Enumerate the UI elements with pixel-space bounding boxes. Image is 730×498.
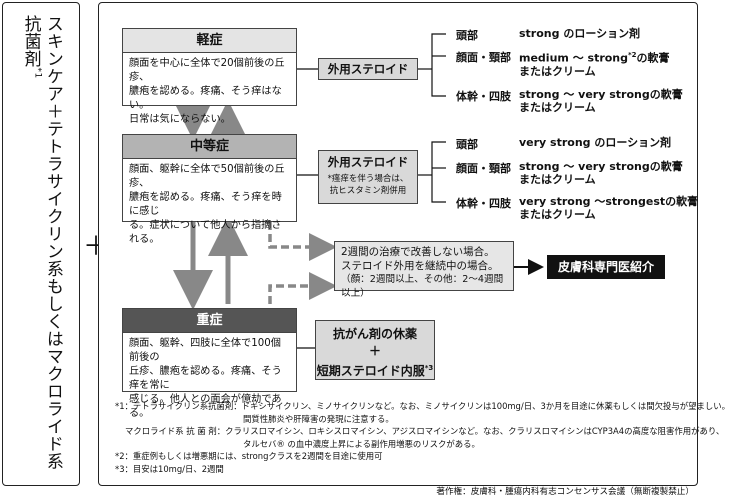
- copyright-text: 著作権：皮膚科・腫瘍内科有志コンセンサス会議（無断複製禁止）: [436, 487, 694, 497]
- mild-description: 顔面を中心に全体で20個前後の丘疹、 膿疱を認める。疼痛、そう痒はない。 日常は…: [129, 58, 285, 125]
- footnote-1c: マクロライド系 抗 菌 剤：クラリスロマイシン、ロキシスロマイシン、アジスロマイ…: [125, 426, 725, 436]
- base-treatment-text: スキンケア＋テトラサイクリン系もしくはマクロライド系抗菌剤*1: [20, 15, 63, 470]
- mild-title: 軽症: [123, 29, 296, 53]
- moderate-severity-box: 中等症 顔面、躯幹に全体で50個前後の丘疹、 膿疱を認める。疼痛、そう痒を時に感…: [122, 134, 297, 245]
- moderate-rec-head: very strong のローション剤: [519, 136, 672, 149]
- footnotes: *1：テトラサイクリン系抗菌剤：ドキシサイクリン、ミノサイクリンなど。なお、ミノ…: [115, 400, 730, 475]
- moderate-site-head: 頭部: [456, 138, 478, 151]
- moderate-sites-bracket: [431, 141, 446, 203]
- flow-connectors: [173, 33, 544, 349]
- mild-site-face: 顔面・頸部: [456, 51, 511, 64]
- mild-rec-body: strong ～ very strongの軟膏 またはクリーム: [519, 88, 683, 114]
- mild-severity-box: 軽症 顔面を中心に全体で20個前後の丘疹、 膿疱を認める。疼痛、そう痒はない。 …: [122, 28, 297, 125]
- moderate-description: 顔面、躯幹に全体で50個前後の丘疹、 膿疱を認める。疼痛、そう痒を時に感じ る。…: [129, 164, 285, 245]
- severe-description: 顔面、躯幹、四肢に全体で100個前後の 丘疹、膿疱を認める。疼痛、そう痒を常に …: [129, 338, 282, 419]
- moderate-to-referral-dashed: [268, 222, 337, 261]
- severe-title: 重症: [123, 309, 296, 333]
- footnote-1d: タルセバ® の血中濃度上昇による副作用増悪のリスクがある。: [243, 438, 480, 449]
- moderate-rec-face: strong ～ very strongの軟膏 またはクリーム: [519, 160, 683, 186]
- severe-treatment-box: 抗がん剤の休薬 ＋ 短期ステロイド内服*3: [315, 320, 435, 380]
- footnote-1b: 間質性肺炎や肝障害の発現に注意する。: [243, 413, 394, 424]
- mild-sites-bracket: [431, 33, 446, 97]
- specialist-referral-box: 皮膚科専門医紹介: [547, 255, 665, 279]
- moderate-title: 中等症: [123, 135, 296, 159]
- mild-treatment-box: 外用ステロイド: [318, 58, 418, 80]
- referral-condition-box: 2週間の治療で改善しない場合。 ステロイド外用を継続中の場合。 （顔：2週間以上…: [334, 241, 514, 299]
- moderate-rec-body: very strong ～strongestの軟膏 またはクリーム: [519, 195, 699, 221]
- mild-rec-head: strong のローション剤: [519, 27, 641, 40]
- severe-to-referral-dashed: [268, 272, 337, 304]
- mild-rec-face: medium ～ strong*2の軟膏 またはクリーム: [519, 51, 670, 78]
- footnote-3: *3：目安は10mg/日、2週間: [115, 463, 224, 474]
- moderate-treatment-box: 外用ステロイド *瘙痒を伴う場合は、 抗ヒスタミン剤併用: [318, 150, 418, 204]
- left-treatment-panel: スキンケア＋テトラサイクリン系もしくはマクロライド系抗菌剤*1: [2, 2, 80, 486]
- mild-site-head: 頭部: [456, 29, 478, 42]
- footnote-2: *2：重症例もしくは増悪期には、strongクラスを2週間を目途に使用可: [115, 451, 383, 461]
- mild-site-body: 体幹・四肢: [456, 90, 511, 103]
- footnote-1a: *1：テトラサイクリン系抗菌剤：ドキシサイクリン、ミノサイクリンなど。なお、ミノ…: [115, 401, 730, 411]
- severe-severity-box: 重症 顔面、躯幹、四肢に全体で100個前後の 丘疹、膿疱を認める。疼痛、そう痒を…: [122, 308, 297, 419]
- moderate-site-body: 体幹・四肢: [456, 197, 511, 210]
- moderate-site-face: 顔面・頸部: [456, 162, 511, 175]
